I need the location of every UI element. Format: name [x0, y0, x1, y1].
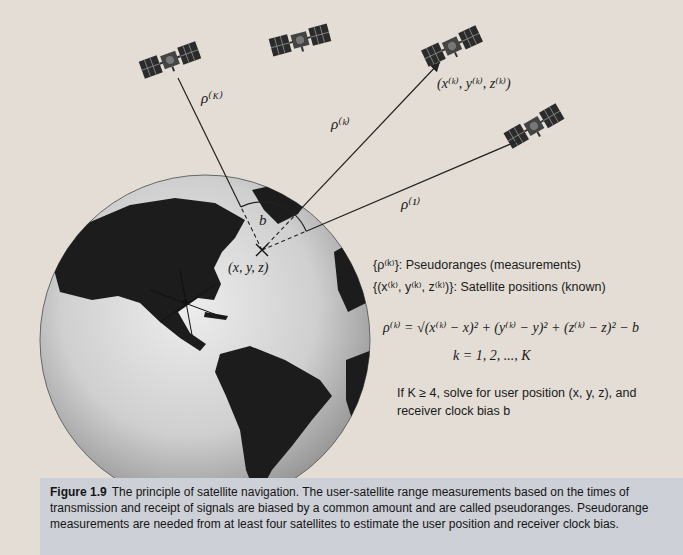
- satellite: [269, 24, 332, 60]
- range-label: ρ⁽ᵏ⁾: [330, 116, 351, 133]
- figure-caption: The principle of satellite navigation. T…: [50, 485, 648, 531]
- continents: [50, 182, 376, 498]
- equation: ρ⁽ᵏ⁾ = √(x⁽ᵏ⁾ − x)² + (y⁽ᵏ⁾ − y)² + (z⁽ᵏ…: [382, 320, 640, 336]
- bias-label: b: [259, 212, 267, 229]
- caribbean: [204, 312, 228, 320]
- figure-number: Figure 1.9: [50, 485, 107, 499]
- caption-panel: Figure 1.9The principle of satellite nav…: [40, 478, 683, 555]
- south-america: [215, 346, 332, 498]
- clock-bias-arc: [241, 202, 306, 231]
- pseudorange-arrow: [295, 62, 440, 215]
- user-position-mark: [256, 244, 268, 256]
- definition-text: {(x⁽ᵏ⁾, y⁽ᵏ⁾, z⁽ᵏ⁾)}: Satellite position…: [372, 280, 607, 294]
- satellite: [139, 41, 203, 81]
- satellite: [504, 103, 566, 151]
- index-range: k = 1, 2, ..., K: [452, 348, 532, 364]
- europe: [334, 236, 372, 312]
- coordinate-label: (x, y, z): [228, 260, 268, 276]
- pseudorange-line: [306, 140, 520, 231]
- north-america: [50, 198, 245, 351]
- africa: [346, 350, 376, 442]
- range-label: ρ⁽ᴷ⁾: [200, 90, 224, 107]
- note-text: If K ≥ 4, solve for user position (x, y,…: [396, 384, 638, 420]
- reference-lines: [150, 270, 225, 335]
- second-user-point: [183, 300, 188, 305]
- coordinate-label: (x⁽ᵏ⁾, y⁽ᵏ⁾, z⁽ᵏ⁾): [436, 76, 512, 92]
- range-label: ρ⁽¹⁾: [400, 196, 421, 213]
- pseudorange-line: [178, 78, 241, 207]
- definition-text: {ρ⁽ᵏ⁾}: Pseudoranges (measurements): [372, 258, 582, 272]
- satellite: [421, 25, 484, 69]
